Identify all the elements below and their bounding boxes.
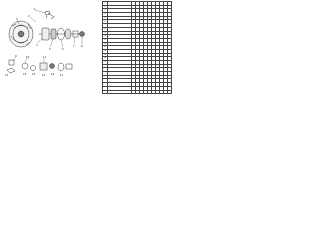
part-number-cell <box>102 89 108 95</box>
callout-label: 10 <box>26 55 30 59</box>
callout-label: 3 <box>16 17 18 21</box>
table-row: 7 <box>102 23 173 28</box>
lower-small-parts <box>6 59 73 74</box>
callout-label: 9 <box>15 54 17 58</box>
alternator-housing <box>8 20 34 48</box>
callout-label: 14 <box>32 72 36 76</box>
table-row <box>102 89 173 95</box>
leader-lines <box>12 9 83 64</box>
callout-label: 15 <box>42 73 46 77</box>
applicability-cell <box>167 89 173 95</box>
connector-bracket <box>44 10 55 20</box>
callout-label: 17 <box>60 73 64 77</box>
callout-label: 5 <box>49 47 51 51</box>
table-row: 12 <box>102 41 173 47</box>
callout-label: 4 <box>36 43 38 47</box>
callout-label: 7 <box>73 44 75 48</box>
diagram-drawing <box>6 9 85 74</box>
exploded-parts-diagram: 1 2 3 4 5 6 7 8 9 10 11 12 13 14 15 16 1… <box>5 7 85 77</box>
table-row <box>102 63 173 69</box>
table-row: 5 <box>102 15 173 21</box>
callout-label: 8 <box>81 44 83 48</box>
callout-label: 6 <box>62 47 64 51</box>
part-description-cell <box>107 89 132 95</box>
rotor-shaft-assembly <box>39 27 85 41</box>
table-row: 2 <box>102 4 173 10</box>
callout-label: 12 <box>5 73 9 77</box>
callout-label: 2 <box>28 14 30 18</box>
callout-label: 13 <box>23 72 27 76</box>
callout-labels: 1 2 3 4 5 6 7 8 9 10 11 12 13 14 15 16 1… <box>5 7 83 77</box>
table-row <box>102 67 173 73</box>
callout-label: 11 <box>43 55 47 59</box>
callout-label: 16 <box>51 72 55 76</box>
callout-label: 1 <box>34 7 36 11</box>
